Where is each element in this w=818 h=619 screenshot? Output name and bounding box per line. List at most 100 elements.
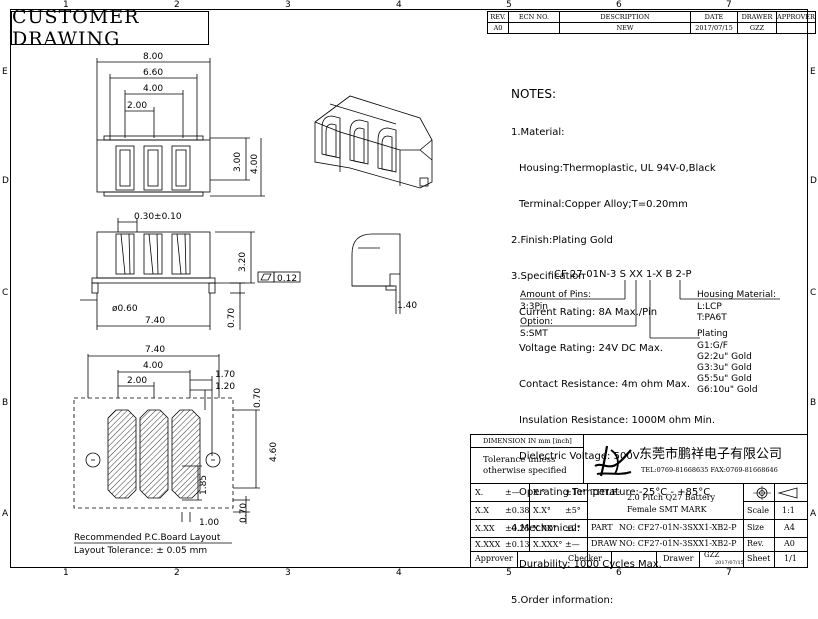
top-view xyxy=(96,58,265,197)
dim-pcb-d2: 1.20 xyxy=(215,382,235,392)
drawing-frame xyxy=(10,9,808,568)
tb-draw-no: NO: CF27-01N-3SXX1-XB2-P xyxy=(619,539,737,548)
pcb-layout xyxy=(73,354,260,524)
zone-col-2-bottom: 2 xyxy=(174,568,180,578)
tb-title-label: TITLE: xyxy=(591,488,621,498)
tb-company: 东莞市鹏祥电子有限公司 xyxy=(639,447,783,462)
zone-col-5: 5 xyxy=(506,0,512,10)
dim-top-h2: 4.00 xyxy=(250,154,260,174)
pcb-tolerance-caption: Layout Tolerance: ± 0.05 mm xyxy=(74,546,207,556)
tol-v-1: ±0.38 xyxy=(505,506,530,515)
tb-part-no: NO: CF27-01N-3SXX1-XB2-P xyxy=(619,523,737,532)
drawing-title-box: CUSTOMER DRAWING xyxy=(11,6,209,50)
tb-drawer-date: 2017/07/15 xyxy=(715,560,744,566)
tb-tolerance-2: otherwise specified xyxy=(483,466,567,476)
dim-pcb-d3: 0.70 xyxy=(253,388,263,408)
pcb-layout-caption: Recommended P.C.Board Layout xyxy=(74,533,221,543)
zone-row-b-right: B xyxy=(810,398,817,408)
tb-part-label: PART xyxy=(591,523,613,532)
tol-a-1: X.X° xyxy=(533,506,551,515)
order-option-value: S:SMT xyxy=(520,329,548,339)
note-line: 1.Material: xyxy=(511,127,565,138)
revision-table: REV. ECN NO. DESCRIPTION DATE DRAWER APP… xyxy=(487,11,816,34)
order-plating-g1: G1:G/F xyxy=(697,341,728,351)
order-housing-label: Housing Material: xyxy=(697,290,776,300)
dim-pcb-d5: 0.70 xyxy=(239,503,249,523)
zone-col-4: 4 xyxy=(396,0,402,10)
tol-l-1: X.X xyxy=(475,506,489,515)
dim-pcb-w2: 4.00 xyxy=(143,361,163,371)
tol-l-3: X.XXX xyxy=(475,540,501,549)
tb-sheet-label: Sheet xyxy=(747,554,771,563)
drawing-views: 8.00 6.60 4.00 2.00 3.00 4.00 xyxy=(73,52,780,556)
zone-col-7: 7 xyxy=(726,0,732,10)
zone-col-3: 3 xyxy=(285,0,291,10)
note-line: Insulation Resistance: 1000M ohm Min. xyxy=(519,415,716,426)
order-pins-label: Amount of Pins: xyxy=(520,290,591,300)
note-line: Terminal:Copper Alloy;T=0.20mm xyxy=(519,199,688,210)
tb-title-line2: Female SMT MARK xyxy=(627,505,707,514)
zone-col-7-bottom: 7 xyxy=(726,568,732,578)
pcb-pad-3 xyxy=(171,409,201,499)
tb-drawer-name: GZZ xyxy=(704,551,720,559)
tb-tolerance-1: Tolerance unless xyxy=(483,455,556,465)
zone-row-c-right: C xyxy=(810,288,817,298)
drawing-title: CUSTOMER DRAWING xyxy=(12,6,140,50)
dim-pcb-w1: 7.40 xyxy=(145,345,165,355)
note-line: 5.Order information: xyxy=(511,595,614,606)
dim-pcb-w3: 2.00 xyxy=(127,376,147,386)
dim-top-w4: 2.00 xyxy=(127,101,147,111)
zone-col-3-bottom: 3 xyxy=(285,568,291,578)
tb-dimension: DIMENSION IN mm [inch] xyxy=(483,437,572,445)
notes-heading: NOTES: xyxy=(511,87,556,101)
order-code-leaders xyxy=(520,280,780,339)
tb-contact: TEL:0769-81668635 FAX:0769-81668646 xyxy=(641,466,778,474)
tb-draw-label: DRAW xyxy=(591,539,618,548)
zone-row-e-right: E xyxy=(810,67,816,77)
order-plating-g5: G5:5u" Gold xyxy=(697,374,752,384)
zone-col-6-bottom: 6 xyxy=(616,568,622,578)
tb-sheet-value: 1/1 xyxy=(784,554,797,563)
zone-col-6: 6 xyxy=(616,0,622,10)
note-line: Durability: 1000 Cycles Max. xyxy=(519,559,662,570)
order-plating-g3: G3:3u" Gold xyxy=(697,363,752,373)
tb-size-value: A4 xyxy=(784,523,795,532)
tol-a-3: X.XXX° xyxy=(533,540,563,549)
tb-rev-label: Rev. xyxy=(747,539,764,548)
tol-v-2: ±0.25 xyxy=(505,524,530,533)
tol-l-0: X. xyxy=(475,488,484,497)
dim-front-flat: 0.12 xyxy=(277,274,297,284)
note-line: Operating Temperature:-25°C - +85°C xyxy=(519,487,711,498)
dim-side-h: 1.40 xyxy=(397,301,417,311)
order-pins-value: 3:3Pin xyxy=(520,302,548,312)
order-housing-l: L:LCP xyxy=(697,302,722,312)
zone-col-4-bottom: 4 xyxy=(396,568,402,578)
tol-a-0: X.° xyxy=(533,488,546,497)
note-line: Contact Resistance: 4m ohm Max. xyxy=(519,379,691,390)
dim-front-peg: 0.70 xyxy=(227,308,237,328)
note-line: 4.Mechonical: xyxy=(511,523,581,534)
dim-front-h: 3.20 xyxy=(238,252,248,272)
front-view xyxy=(80,218,301,330)
zone-row-b: B xyxy=(2,398,9,408)
notes-block: NOTES: 1.Material: Housing:Thermoplastic… xyxy=(511,64,716,619)
zone-row-c: C xyxy=(2,288,9,298)
pcb-pad-1 xyxy=(107,409,137,499)
note-line: 3.Specification xyxy=(511,271,585,282)
tol-av-2: ±2° xyxy=(565,524,581,533)
tol-v-3: ±0.13 xyxy=(505,540,530,549)
order-plating-g2: G2:2u" Gold xyxy=(697,352,752,362)
order-plating-label: Plating xyxy=(697,329,728,339)
dim-pcb-d1: 1.70 xyxy=(215,370,235,380)
tol-av-0: ±10° xyxy=(565,488,586,497)
order-code: CF 27-01N-3 S XX 1-X B 2-P xyxy=(554,269,692,280)
projection-symbol xyxy=(753,486,798,500)
dim-top-w1: 8.00 xyxy=(143,52,163,62)
dim-front-pin: 0.30±0.10 xyxy=(134,212,182,222)
dim-top-h1: 3.00 xyxy=(233,152,243,172)
order-plating-g6: G6:10u" Gold xyxy=(697,385,758,395)
company-logo xyxy=(594,445,632,477)
tb-title-line1: 2.0 Pitch Q27 Battery xyxy=(627,493,716,502)
rev-cell-date: 2017/07/15 xyxy=(690,22,738,34)
zone-row-a-right: A xyxy=(810,509,817,519)
